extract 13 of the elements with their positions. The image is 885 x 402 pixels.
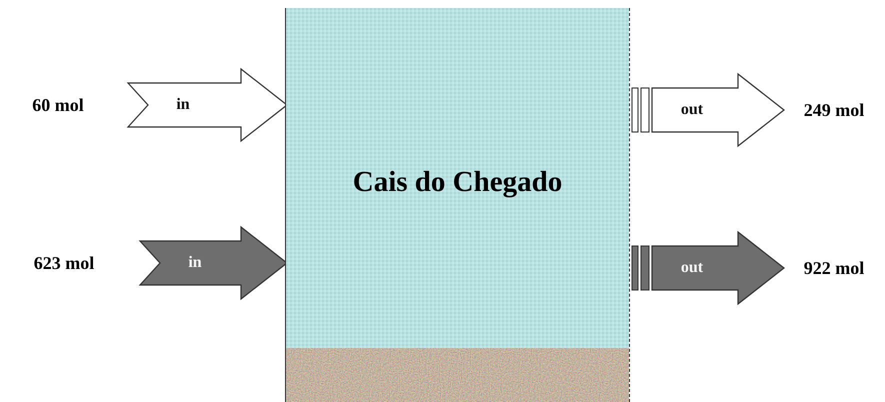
block-arrow (138, 226, 288, 300)
amount-label: 623 mol (34, 252, 94, 274)
block-arrow (632, 72, 785, 148)
edge-label: in (188, 254, 202, 272)
amount-label: 922 mol (804, 258, 864, 278)
edge-label: out (680, 101, 704, 119)
amount-label: 60 mol (32, 94, 84, 116)
block-arrow (126, 68, 288, 142)
amount-label: 249 mol (804, 100, 864, 120)
edge-label: in (176, 96, 190, 114)
edge-label: out (680, 259, 704, 277)
block-arrow (632, 230, 785, 306)
box-title: Cais do Chegado (352, 166, 564, 199)
